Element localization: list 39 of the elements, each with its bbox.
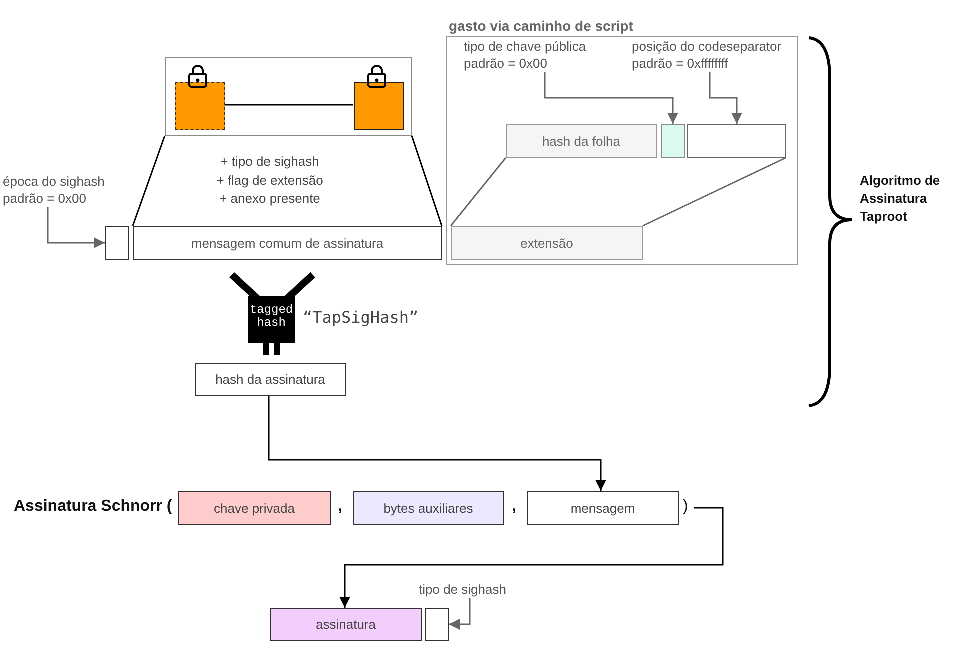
comma: , [338,497,342,517]
empty-field [425,608,449,641]
line [642,157,786,227]
brace-label: Algoritmo de Assinatura Taproot [860,172,942,226]
note-text: + anexo presente [220,190,320,208]
arrow [544,72,678,124]
empty-field [661,124,685,158]
arrow [340,507,724,608]
empty-field [105,226,129,260]
group-title: gasto via caminho de script [449,17,634,35]
square [354,82,404,130]
machine-label: tagged hash [249,304,294,330]
line [450,158,507,226]
line [224,104,353,106]
arrow [47,207,105,248]
tag-string: “TapSigHash” [303,308,419,328]
arrow [709,72,742,124]
note-text: + tipo de sighash [220,153,320,171]
line [411,136,443,226]
field-box: assinatura [270,608,422,641]
note-text: época do sighash padrão = 0x00 [3,173,113,207]
comma: , [512,497,516,517]
function-label: Assinatura Schnorr ( [14,497,172,517]
field-box: extensão [451,226,643,260]
field-box: mensagem comum de assinatura [133,226,442,260]
field-box: mensagem [527,491,679,525]
dashed-square [175,82,225,130]
arrow [449,598,471,630]
note-text: posição do codeseparator padrão = 0xffffffff [632,38,786,72]
field-box: bytes auxiliares [353,491,504,525]
field-box: chave privada [178,491,331,525]
field-box: hash da folha [506,124,657,158]
note-text: + flag de extensão [216,172,324,190]
parenthesis: ) [683,497,688,517]
field-box: hash da assinatura [195,363,346,396]
note-text: tipo de chave pública padrão = 0x00 [464,38,592,72]
arrow [268,396,606,491]
empty-field [687,124,786,158]
note-text: tipo de sighash [419,581,506,598]
